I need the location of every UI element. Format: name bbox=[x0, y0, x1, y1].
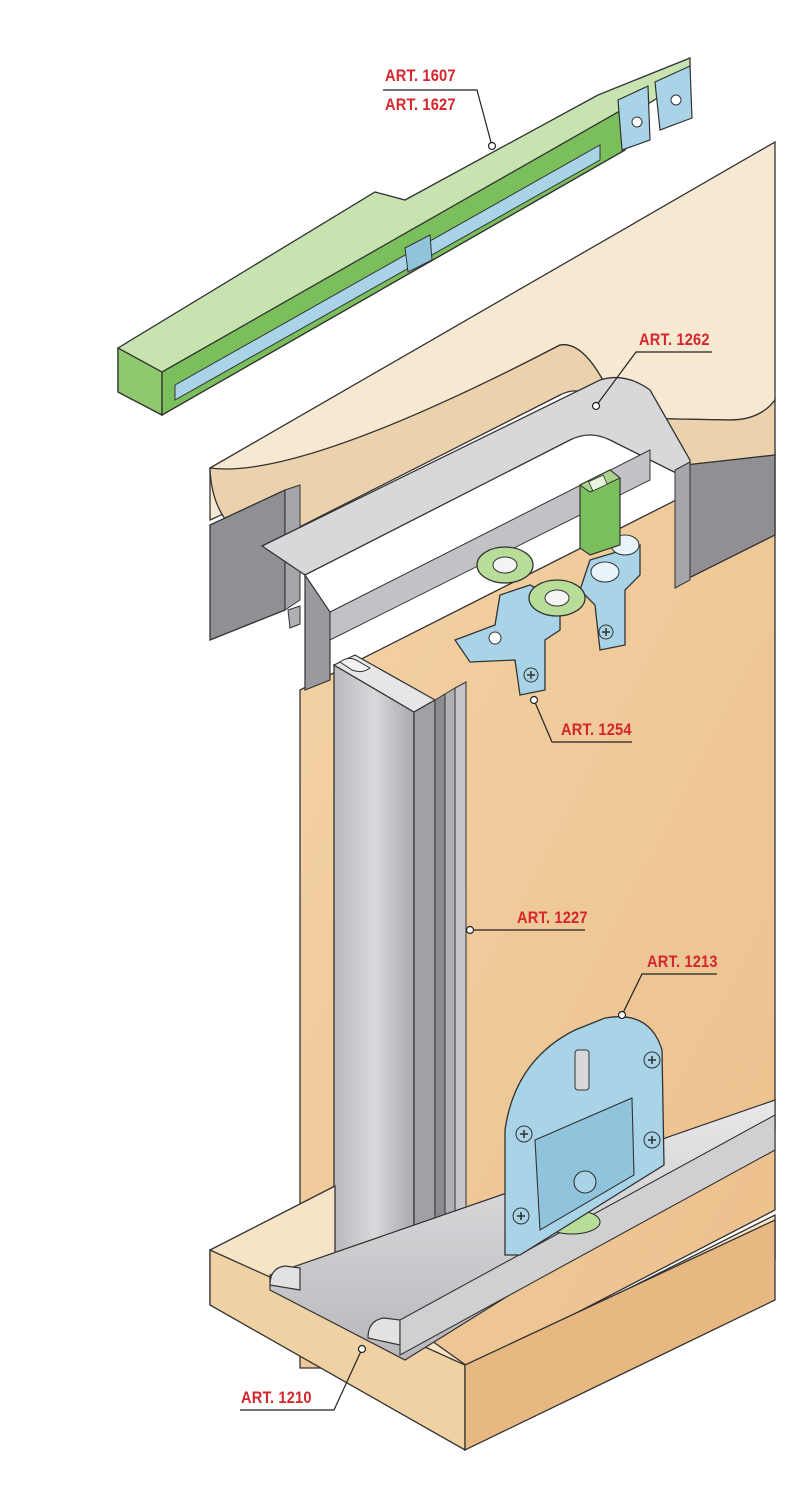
screw-icon bbox=[512, 1207, 530, 1225]
label-art-1607: ART. 1607 bbox=[385, 66, 456, 85]
screw-icon bbox=[643, 1131, 661, 1149]
screw-icon bbox=[523, 667, 539, 683]
label-art-1254: ART. 1254 bbox=[561, 720, 632, 739]
top-board bbox=[209, 140, 776, 547]
leader-lines bbox=[240, 89, 717, 1411]
label-art-1227: ART. 1227 bbox=[517, 908, 588, 927]
screw-icon bbox=[598, 624, 614, 640]
label-art-1210: ART. 1210 bbox=[241, 1388, 312, 1407]
bottom-guide-art-1213 bbox=[504, 1016, 665, 1256]
label-art-1262: ART. 1262 bbox=[639, 330, 710, 349]
screw-icon bbox=[643, 1051, 661, 1069]
label-art-1627: ART. 1627 bbox=[385, 95, 456, 114]
soft-close-art-1607-1627 bbox=[117, 57, 693, 417]
top-track-art-1262 bbox=[209, 376, 776, 691]
label-art-1213: ART. 1213 bbox=[647, 952, 718, 971]
bottom-board bbox=[209, 1184, 776, 1452]
screw-icon bbox=[515, 1125, 533, 1143]
vertical-profile-art-1227 bbox=[332, 654, 467, 1312]
top-hanger-art-1254 bbox=[453, 469, 641, 696]
